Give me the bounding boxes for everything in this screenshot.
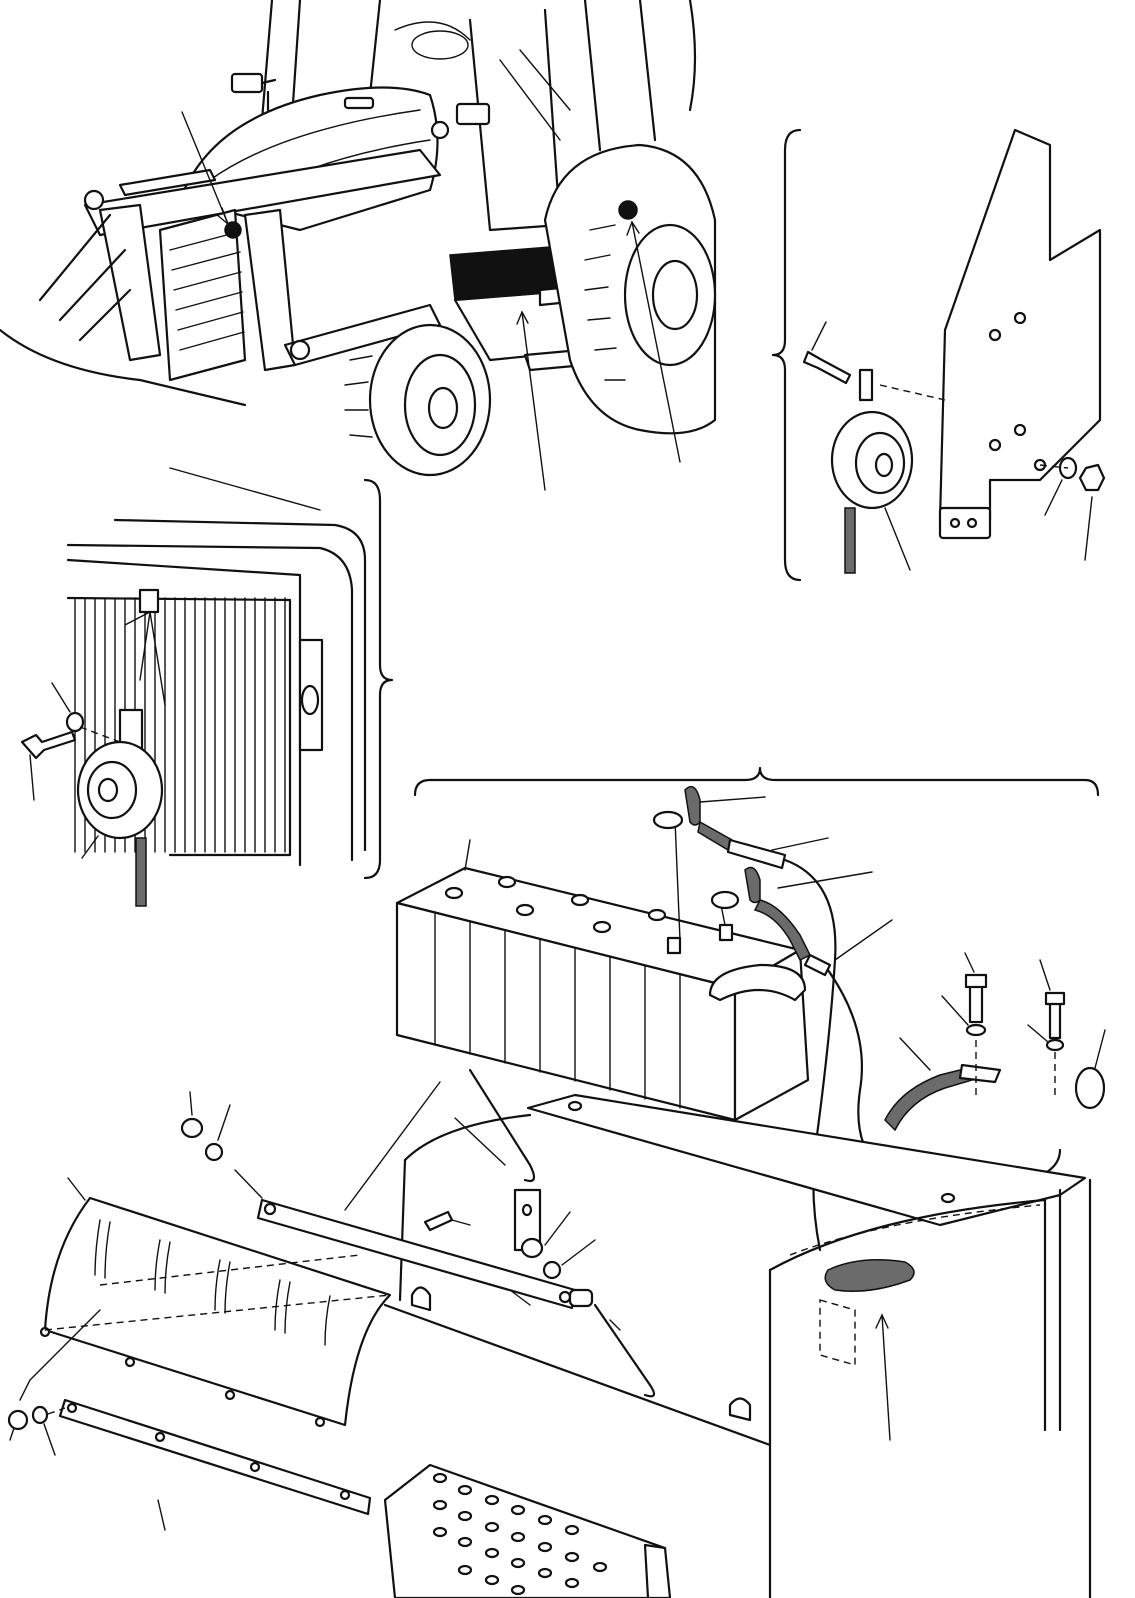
rear-horn-nut	[1078, 463, 1106, 492]
washer-lower	[31, 1405, 49, 1425]
ground-strap-assembly	[884, 952, 1106, 1132]
front-horn-location-marker	[224, 221, 242, 239]
machine-overview-view	[0, 0, 717, 491]
front-horn-washer	[65, 711, 85, 733]
rear-horn-detail-view	[771, 128, 1106, 582]
fender-bracket-plate	[938, 128, 1102, 522]
screw-upper	[423, 1210, 454, 1232]
loader-arms	[83, 120, 450, 372]
front-horn-detail-view	[20, 467, 394, 907]
mounting-bar-lower	[7, 1309, 372, 1531]
washer-upper-b	[542, 1260, 562, 1280]
cover-mounting-parts	[180, 1068, 656, 1398]
mounting-bar-upper	[256, 1198, 577, 1310]
battery-detail-brace	[413, 766, 1100, 797]
front-grille	[158, 208, 247, 382]
front-horn-wire	[135, 837, 147, 907]
rear-wheel	[543, 143, 717, 435]
hold-down-rod-upper	[468, 1068, 536, 1183]
battery-tray	[526, 1093, 1087, 1227]
rear-detail-brace	[771, 128, 802, 582]
battery-terminal-negative	[718, 923, 734, 942]
cable-grommet	[824, 1259, 915, 1292]
step-holes	[432, 1472, 608, 1596]
front-wheel	[344, 323, 492, 477]
work-light-left	[230, 72, 264, 94]
rear-horn-wire	[844, 507, 856, 574]
rear-horn-bolt	[802, 350, 852, 385]
front-detail-brace	[363, 478, 394, 880]
battery-cover	[39, 1177, 392, 1428]
battery-detail-view	[7, 766, 1106, 1598]
battery-pointer	[521, 311, 546, 491]
battery-terminal-positive	[666, 936, 682, 955]
rear-horn-pointer	[631, 221, 681, 463]
battery-housing	[383, 1113, 1047, 1598]
battery-caps	[444, 875, 667, 934]
washer-upper-a	[204, 1142, 224, 1162]
access-step	[383, 1463, 672, 1598]
work-light-right	[455, 102, 491, 126]
front-horn-bolt	[20, 730, 77, 760]
battery	[395, 819, 810, 1122]
hold-down-rod-lower	[593, 1303, 656, 1398]
radiator	[66, 467, 367, 867]
nut-lower	[7, 1409, 29, 1431]
rear-horn-location-marker	[618, 200, 638, 220]
nut-upper-b	[520, 1237, 544, 1259]
nut-upper-a	[180, 1117, 204, 1139]
